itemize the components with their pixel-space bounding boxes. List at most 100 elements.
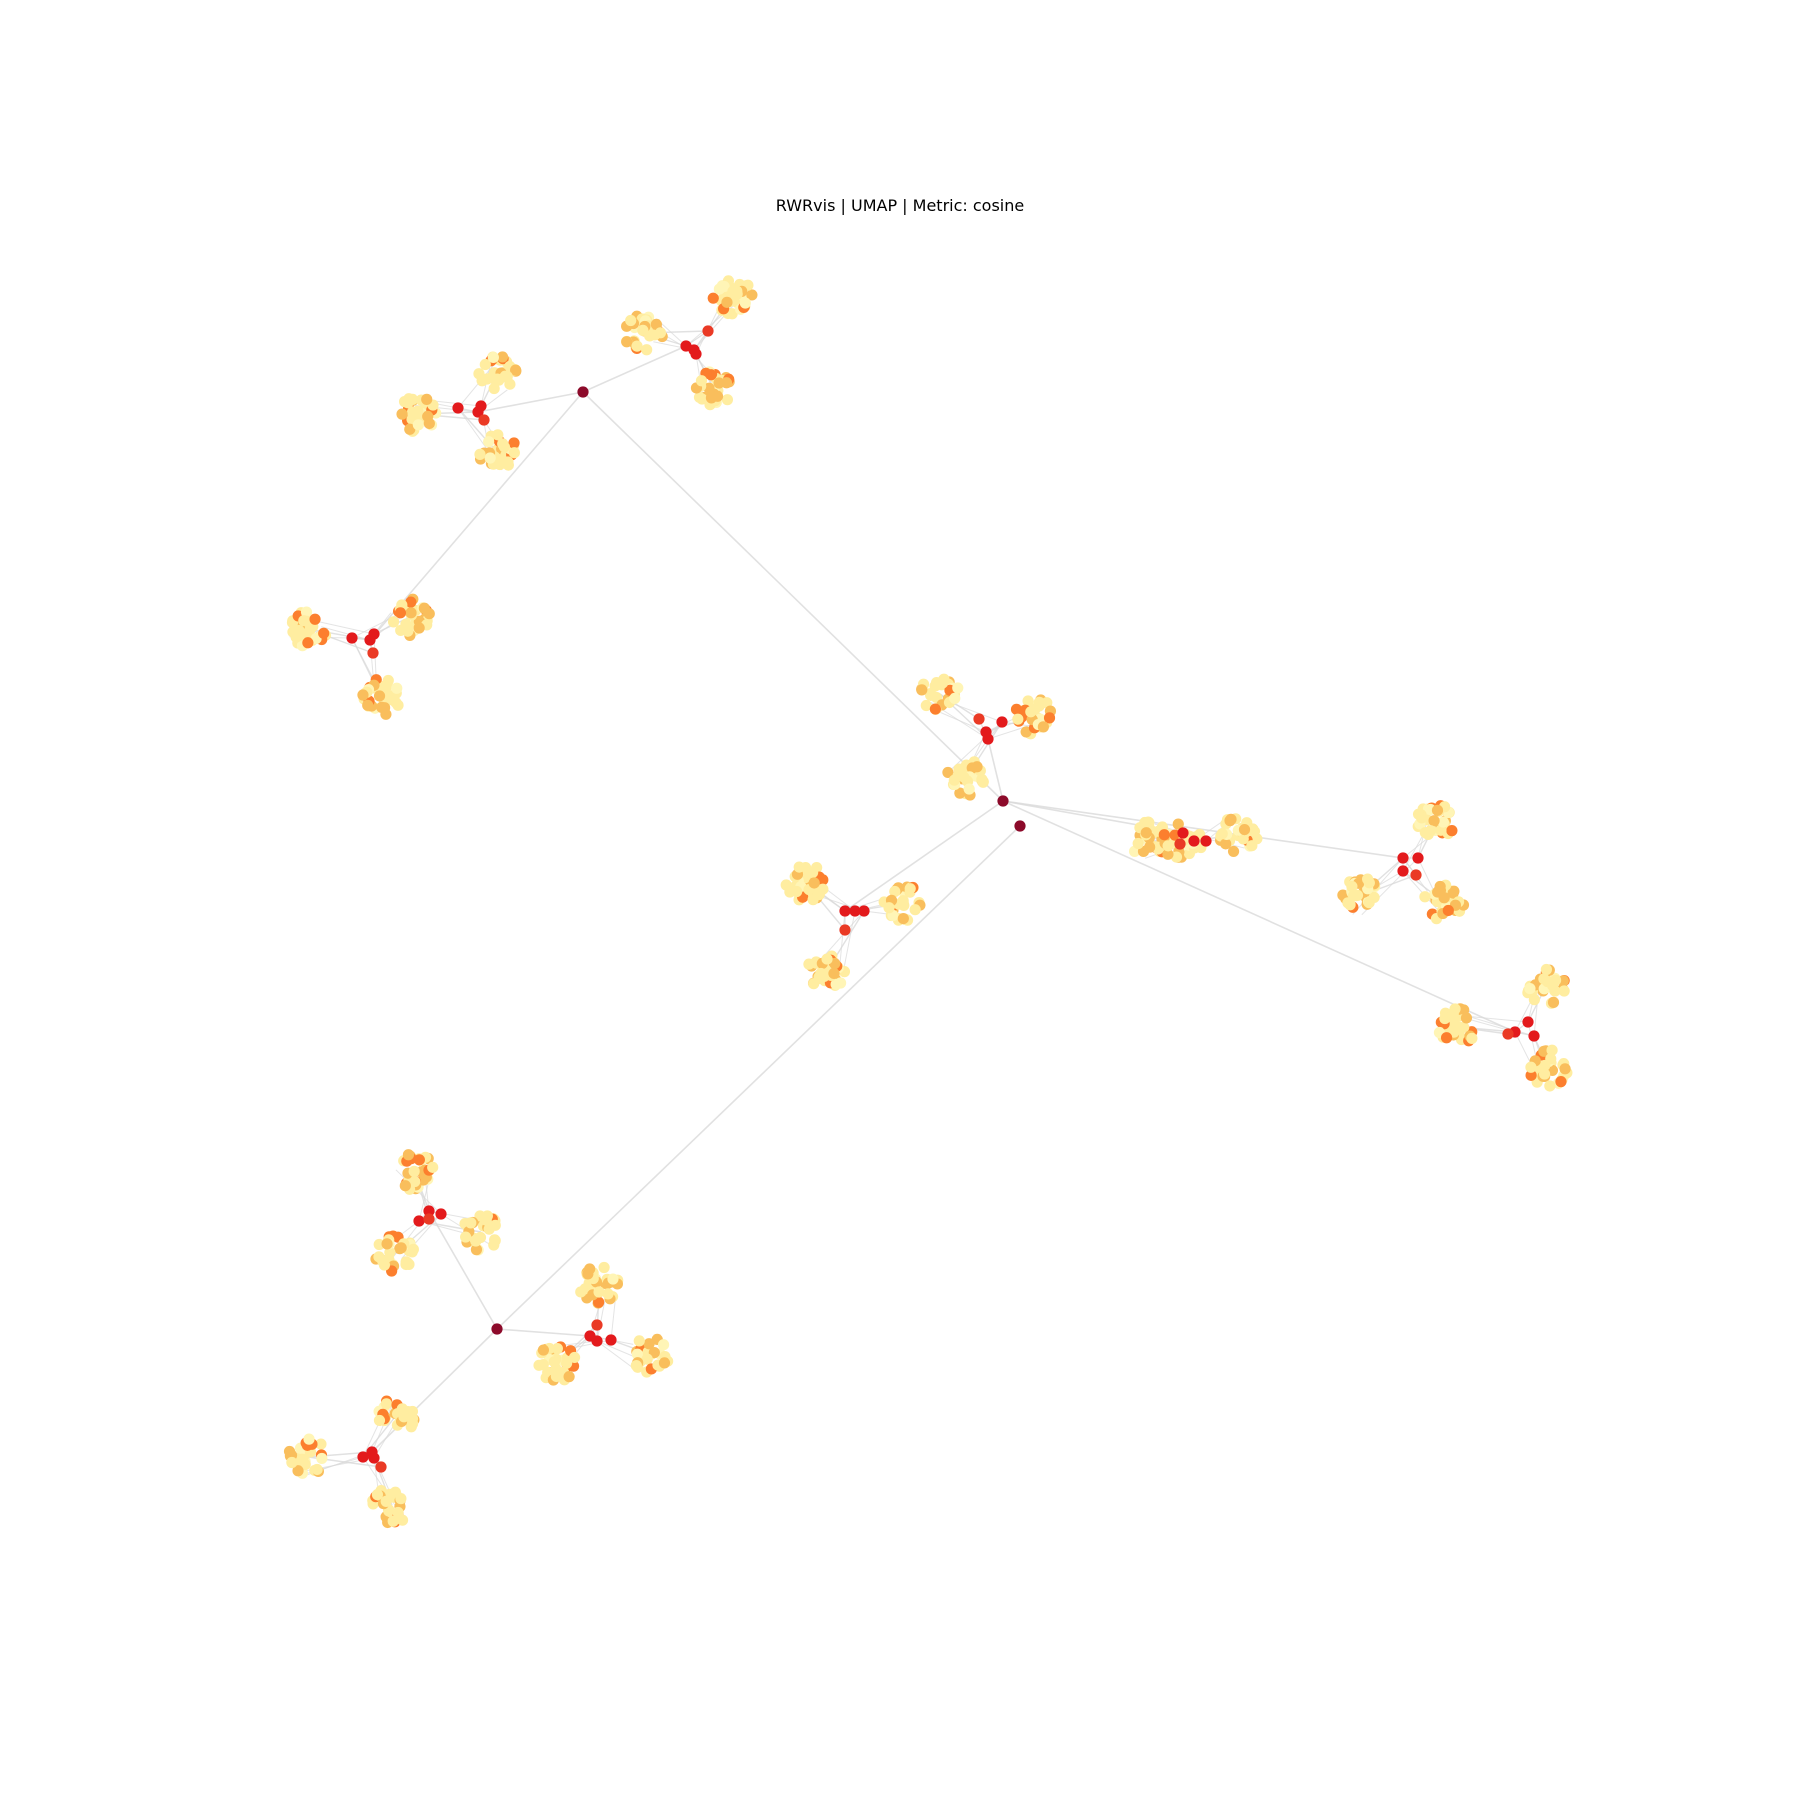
leaf-node <box>633 1335 645 1347</box>
leaf-node <box>488 382 500 395</box>
leaf-node <box>1225 813 1237 825</box>
leaf-node <box>889 885 901 898</box>
hub-node <box>1188 835 1200 847</box>
leaf-node <box>405 607 417 619</box>
hub-node <box>475 400 487 412</box>
leaf-node <box>920 699 932 712</box>
leaf-node <box>489 1219 501 1231</box>
leaf-node <box>625 314 637 327</box>
leaf-node <box>793 861 805 873</box>
leaf-node <box>630 1359 642 1372</box>
leaf-node <box>474 448 486 460</box>
cluster-edge <box>819 910 865 962</box>
leaf-node <box>1540 963 1553 976</box>
leaf-node <box>1346 880 1358 893</box>
leaf-node <box>976 773 988 786</box>
leaf-node <box>407 408 419 420</box>
leaf-node <box>294 629 306 641</box>
hub-node <box>1522 1016 1534 1028</box>
leaf-node <box>508 437 520 449</box>
leaf-node <box>654 327 667 339</box>
leaf-node <box>1428 815 1440 827</box>
leaf-node <box>813 972 825 985</box>
leaf-node <box>286 1456 298 1469</box>
leaf-node <box>479 358 491 371</box>
cluster-edge <box>321 626 371 641</box>
hub-node <box>368 1452 380 1464</box>
leaf-node <box>1162 848 1174 860</box>
leaf-node <box>707 292 719 304</box>
hub-node <box>839 924 851 936</box>
leaf-node <box>551 1343 563 1355</box>
hub-node <box>478 414 490 426</box>
leaf-node <box>904 883 916 895</box>
leaf-node <box>484 452 496 464</box>
leaf-node <box>1132 837 1144 850</box>
leaf-node <box>1363 897 1375 909</box>
leaf-node <box>362 699 374 711</box>
leaf-node <box>1237 833 1249 845</box>
leaf-node <box>909 904 921 916</box>
leaf-node <box>387 616 400 628</box>
leaf-node <box>292 1465 304 1477</box>
root-hub-edge <box>369 391 584 641</box>
hub-node <box>839 905 851 917</box>
leaf-node <box>1446 825 1458 837</box>
leaf-node <box>1424 825 1437 837</box>
leaf-node <box>1362 873 1374 885</box>
leaf-node <box>582 1268 594 1280</box>
hub-node <box>357 1451 369 1463</box>
hub-node <box>849 905 861 917</box>
leaf-node <box>402 397 414 409</box>
leaf-node <box>1538 973 1550 985</box>
root-hub-edge <box>987 738 1004 802</box>
leaf-node <box>1447 1008 1459 1020</box>
leaf-node <box>1033 696 1045 708</box>
leaf-node <box>487 351 499 364</box>
leaf-node <box>399 1180 411 1192</box>
leaf-node <box>1220 838 1232 850</box>
leaf-node <box>309 613 321 625</box>
leaf-node <box>496 351 509 363</box>
leaf-node <box>427 1161 439 1173</box>
leaf-node <box>380 1398 393 1410</box>
leaf-node <box>1466 1032 1478 1044</box>
leaf-node <box>817 874 829 886</box>
leaf-node <box>481 1210 493 1222</box>
leaf-node <box>942 766 954 779</box>
leaf-node <box>318 627 330 639</box>
leaf-node <box>563 1371 575 1383</box>
leaf-node <box>1246 840 1258 852</box>
cluster-edge <box>371 1402 394 1453</box>
root-hub-edge <box>428 1210 498 1330</box>
leaf-node <box>568 1351 581 1364</box>
leaf-node <box>1238 823 1251 836</box>
leaf-node <box>1538 1068 1551 1080</box>
leaf-node <box>607 1273 619 1285</box>
leaf-node <box>1440 1032 1453 1044</box>
root-edge <box>582 391 1004 802</box>
leaf-node <box>948 774 960 786</box>
cluster-edge <box>610 1296 617 1341</box>
leaf-node <box>508 447 520 459</box>
leaf-node <box>1416 812 1428 824</box>
leaf-node <box>1559 1063 1571 1075</box>
leaf-node <box>1022 695 1034 707</box>
leaf-node <box>409 1175 421 1188</box>
hub-node <box>858 905 870 917</box>
root-node <box>1014 820 1026 832</box>
hub-node <box>1412 852 1424 864</box>
leaf-node <box>897 912 909 925</box>
leaf-node <box>510 364 522 376</box>
leaf-node <box>377 1255 389 1267</box>
leaf-node <box>561 1357 573 1369</box>
leaf-node <box>828 967 840 980</box>
hub-node <box>1410 869 1422 881</box>
leaf-node <box>473 368 485 380</box>
leaf-node <box>650 318 662 331</box>
root-node <box>491 1323 503 1335</box>
leaf-node <box>470 1244 483 1256</box>
root-hub-edge <box>1002 800 1516 1033</box>
leaf-node <box>550 1370 563 1383</box>
